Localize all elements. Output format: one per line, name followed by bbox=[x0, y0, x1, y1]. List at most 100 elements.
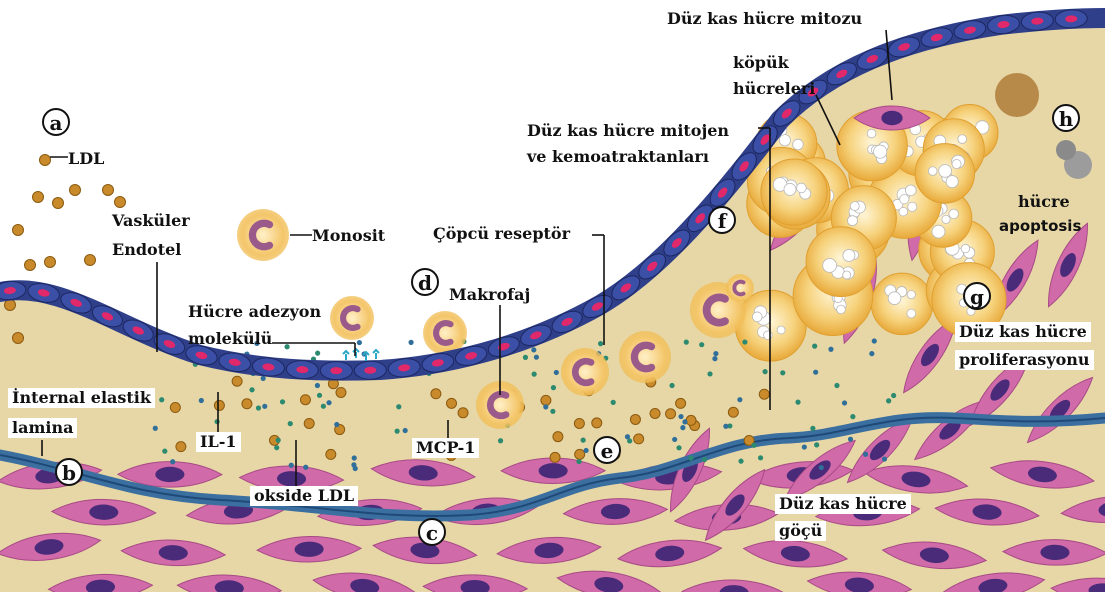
chemokine-dot bbox=[326, 400, 331, 405]
oxidized-ldl bbox=[728, 407, 738, 417]
chemokine-dot bbox=[576, 459, 581, 464]
chemokine-dot bbox=[699, 342, 704, 347]
oxidized-ldl bbox=[686, 415, 696, 425]
chemokine-dot bbox=[353, 466, 358, 471]
oxidized-ldl bbox=[575, 449, 585, 459]
lipid-droplet bbox=[867, 129, 876, 138]
adhesion-molecule bbox=[373, 350, 379, 359]
chemokine-dot bbox=[669, 383, 674, 388]
oxidized-ldl bbox=[550, 452, 560, 462]
chemokine-dot bbox=[523, 355, 528, 360]
oxidized-ldl bbox=[574, 418, 584, 428]
label-endotel: Endotel bbox=[112, 241, 181, 259]
chemokine-dot bbox=[284, 344, 289, 349]
chemokine-dot bbox=[891, 393, 896, 398]
label-copcu-reseptor: Çöpcü reseptör bbox=[433, 225, 570, 243]
lipid-droplet bbox=[932, 225, 945, 238]
oxidized-ldl bbox=[170, 403, 180, 413]
chemokine-dot bbox=[551, 385, 556, 390]
lipid-droplet bbox=[907, 309, 916, 318]
oxidized-ldl bbox=[759, 389, 769, 399]
oxidized-ldl bbox=[634, 434, 644, 444]
oxidized-ldl bbox=[541, 395, 551, 405]
chemokine-dot bbox=[532, 372, 537, 377]
chemokine-dot bbox=[584, 448, 589, 453]
marker-e: e bbox=[593, 436, 621, 464]
lipid-droplet bbox=[942, 215, 950, 223]
oxidized-ldl bbox=[431, 389, 441, 399]
chemokine-dot bbox=[738, 459, 743, 464]
lipid-droplet bbox=[764, 331, 773, 340]
chemokine-dot bbox=[262, 404, 267, 409]
chemokine-dot bbox=[162, 449, 167, 454]
ldl-particle bbox=[85, 255, 96, 266]
label-gocu-2: göçü bbox=[775, 521, 826, 541]
oxidized-ldl bbox=[592, 418, 602, 428]
chemokine-dot bbox=[795, 400, 800, 405]
label-kopuk: köpük bbox=[733, 54, 789, 72]
chemokine-dot bbox=[812, 344, 817, 349]
lipid-droplet bbox=[952, 159, 961, 168]
marker-f: f bbox=[708, 206, 736, 234]
oxidized-ldl bbox=[176, 442, 186, 452]
chemokine-dot bbox=[869, 351, 874, 356]
chemokine-dot bbox=[289, 463, 294, 468]
oxidized-ldl bbox=[553, 432, 563, 442]
chemokine-dot bbox=[550, 409, 555, 414]
smooth-muscle-nucleus bbox=[881, 111, 902, 125]
chemokine-dot bbox=[498, 438, 503, 443]
lipid-droplet bbox=[900, 195, 909, 204]
chemokine-dot bbox=[684, 340, 689, 345]
chemokine-dot bbox=[723, 424, 728, 429]
ldl-particle bbox=[103, 185, 114, 196]
macrophage bbox=[561, 348, 609, 396]
chemokine-dot bbox=[814, 442, 819, 447]
lipid-droplet bbox=[837, 305, 846, 314]
chemokine-dot bbox=[611, 400, 616, 405]
label-mcp1: MCP-1 bbox=[412, 438, 479, 458]
oxidized-ldl bbox=[447, 398, 457, 408]
label-gocu-1: Düz kas hücre bbox=[775, 494, 911, 514]
lipid-droplet bbox=[899, 207, 908, 216]
chemokine-dot bbox=[170, 459, 175, 464]
chemokine-dot bbox=[802, 444, 807, 449]
lipid-droplet bbox=[928, 167, 937, 176]
chemokine-dot bbox=[554, 370, 559, 375]
chemokine-dot bbox=[315, 351, 320, 356]
chemokine-dot bbox=[395, 429, 400, 434]
lipid-droplet bbox=[843, 249, 855, 261]
macrophage bbox=[619, 331, 671, 383]
lipid-droplet bbox=[777, 326, 785, 334]
oxidized-ldl bbox=[458, 408, 468, 418]
marker-h: h bbox=[1052, 104, 1080, 132]
chemokine-dot bbox=[678, 414, 683, 419]
label-adezyon-1: Hücre adezyon bbox=[188, 303, 321, 321]
label-monosit: Monosit bbox=[312, 227, 385, 245]
lipid-droplet bbox=[779, 135, 790, 146]
ldl-particle bbox=[33, 192, 44, 203]
chemokine-dot bbox=[886, 398, 891, 403]
oxidized-ldl bbox=[326, 449, 336, 459]
chemokine-dot bbox=[676, 445, 681, 450]
chemokine-dot bbox=[810, 426, 815, 431]
marker-d: d bbox=[411, 268, 439, 296]
chemokine-dot bbox=[315, 383, 320, 388]
label-hucre: hücre bbox=[1018, 193, 1070, 211]
lipid-droplet bbox=[907, 291, 915, 299]
label-proliferasyon-1: Düz kas hücre bbox=[955, 322, 1091, 342]
lipid-droplet bbox=[939, 165, 952, 178]
chemokine-dot bbox=[842, 400, 847, 405]
oxidized-ldl bbox=[630, 414, 640, 424]
chemokine-dot bbox=[813, 370, 818, 375]
oxidized-ldl bbox=[336, 387, 346, 397]
ldl-particle bbox=[40, 155, 51, 166]
chemokine-dot bbox=[408, 340, 413, 345]
chemokine-dot bbox=[688, 455, 693, 460]
oxidized-ldl bbox=[676, 398, 686, 408]
chemokine-dot bbox=[249, 387, 254, 392]
lipid-droplet bbox=[848, 216, 858, 226]
macrophage-lipid bbox=[726, 274, 754, 302]
chemokine-dot bbox=[215, 419, 220, 424]
chemokine-dot bbox=[274, 445, 279, 450]
